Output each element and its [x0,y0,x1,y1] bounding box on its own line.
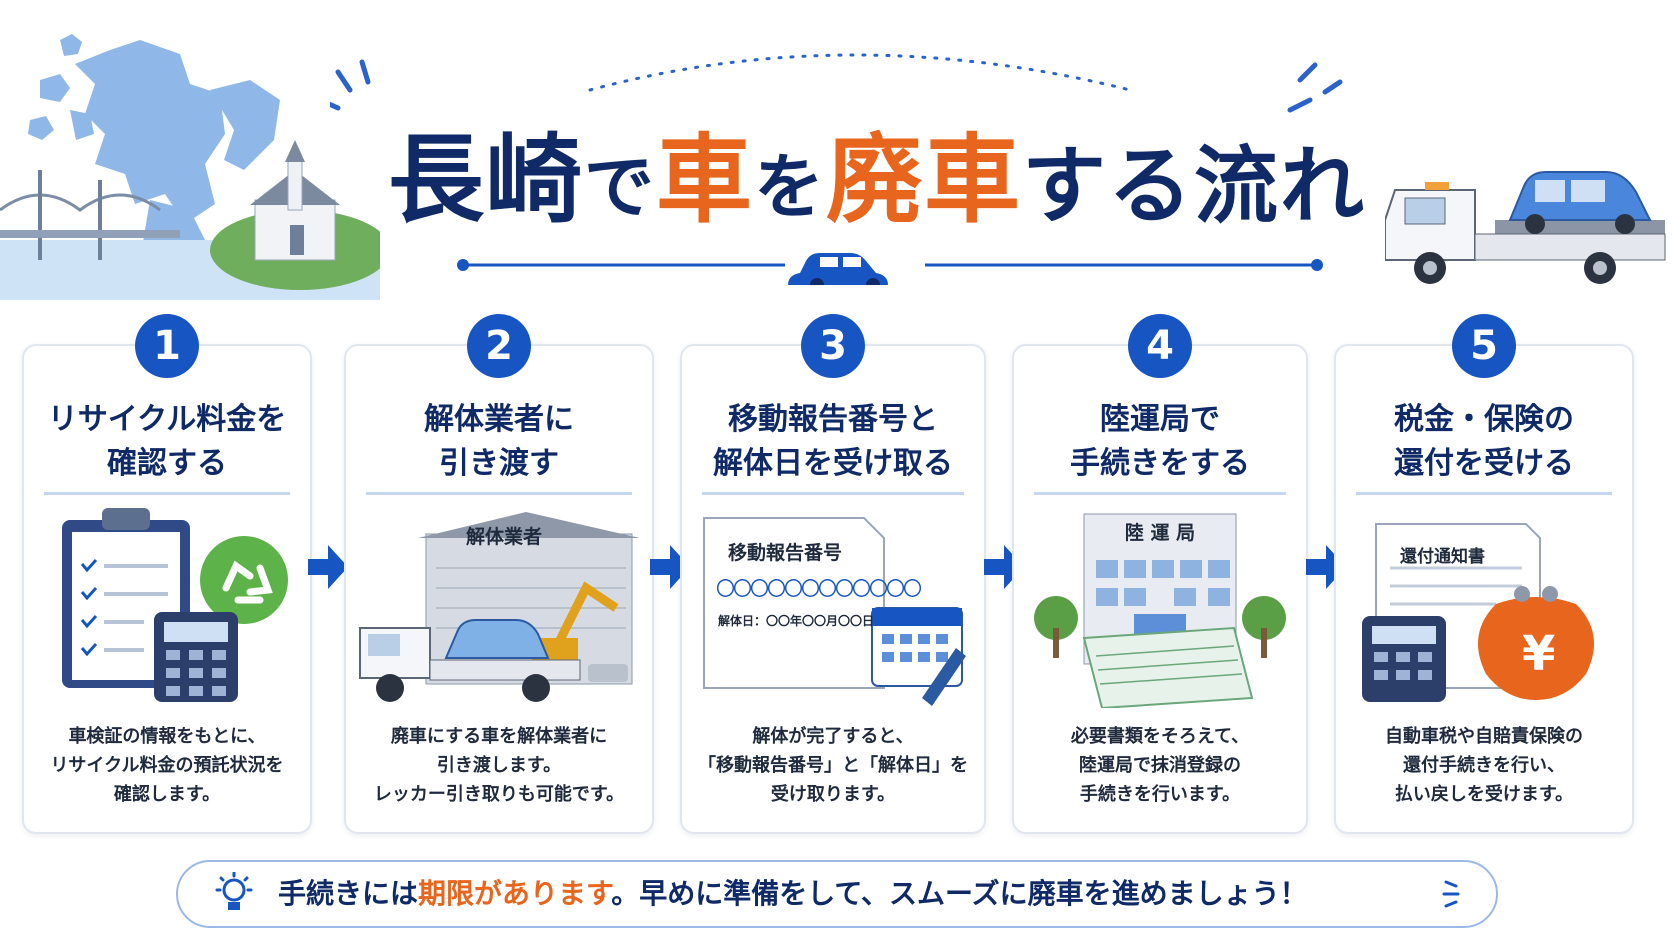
refund-illustration [1362,523,1594,702]
coin-purse-icon [1478,597,1594,700]
step-number-badge: 3 [801,314,865,378]
pen-icon [922,648,966,706]
step-divider [1356,492,1612,495]
spark-icon [1442,880,1460,908]
title-de: で [584,146,656,228]
report-document-illustration [703,517,966,706]
refund-doc-title: 還付通知書 [1400,547,1485,567]
transport-bureau-illustration [1034,513,1286,708]
step-description: 必要書類をそろえて、 陸運局で抹消登録の 手続きを行います。 [1070,726,1250,805]
step-title: 税金・保険の 還付を受ける [1394,402,1574,481]
step-number-badge: 5 [1452,314,1516,378]
decorative-dotted-arc [330,53,1343,113]
step-title: リサイクル料金を 確認する [47,402,287,481]
step-card-4: 4 陸運局で 手続きをする 陸 運 局 必要書類をそろえて、 陸運局で抹消登録の… [1012,314,1308,834]
step-number-badge: 1 [135,314,199,378]
step-description: 車検証の情報をもとに、 リサイクル料金の預託状況を 確認します。 [50,726,284,805]
page-title: 長崎 で 車 を 廃車 する流れ [388,98,1368,228]
step-divider [366,492,632,495]
bureau-sign: 陸 運 局 [1124,522,1196,544]
step-number-badge: 2 [467,314,531,378]
step-number-badge: 4 [1128,314,1192,378]
step-title: 陸運局で 手続きをする [1070,402,1250,481]
recycle-icon [200,536,288,624]
step-card-5: 5 税金・保険の 還付を受ける 還付通知書 ¥ 自動車税や自賠責保険の 還付手続… [1334,314,1634,834]
step-title: 移動報告番号と 解体日を受け取る [713,402,953,481]
report-doc-number: 〇〇〇〇〇〇〇〇〇〇〇〇 [716,578,922,600]
step-description: 解体が完了すると、 「移動報告番号」と「解体日」を 受け取ります。 [698,726,968,805]
step-card-3: 3 移動報告番号と 解体日を受け取る 移動報告番号 〇〇〇〇〇〇〇〇〇〇〇〇 解… [680,314,986,834]
yen-symbol: ¥ [1522,626,1556,682]
car-icon [788,253,888,285]
title-car: 車 [656,124,754,236]
dismantler-sign: 解体業者 [466,526,543,548]
title-nagasaki: 長崎 [388,124,584,236]
nagasaki-map-illustration [0,34,380,300]
step-divider [1034,492,1286,495]
step-divider [702,492,964,495]
report-doc-title: 移動報告番号 [728,542,843,564]
step-divider [44,492,290,495]
deadline-notice-text: 手続きには期限があります。早めに準備をして、スムーズに廃車を進めましょう！ [278,877,1308,910]
tow-truck-illustration [1385,171,1666,284]
step-title: 解体業者に 引き渡す [424,402,574,481]
report-doc-date: 解体日：〇〇年〇〇月〇〇日 [718,614,875,628]
step-card-2: 2 解体業者に 引き渡す 解体業者 廃車にする車を解体業者に 引き渡します。 レ… [344,314,654,834]
title-suru-nagare: する流れ [1022,137,1367,235]
header: 長崎 で 車 を 廃車 する流れ [0,0,1672,300]
lightbulb-icon [215,872,253,910]
dismantler-yard-illustration [359,512,640,702]
title-wo: を [754,146,826,228]
deadline-highlight: 期限があります [418,877,612,910]
step-card-1: 1 リサイクル料金を 確認する 車検証の情報をもとに、 リサイクル料金の預託状況… [22,314,312,834]
step-description: 自動車税や自賠責保険の 還付手続きを行い、 払い戻しを受けます。 [1385,726,1583,805]
arrow-right-icon [308,545,348,589]
title-haisha: 廃車 [826,124,1022,236]
title-divider [457,253,1323,285]
deadline-notice: 手続きには期限があります。早めに準備をして、スムーズに廃車を進めましょう！ [176,860,1498,928]
step-description: 廃車にする車を解体業者に 引き渡します。 レッカー引き取りも可能です。 [373,726,625,805]
clipboard-recycle-illustration [62,508,288,702]
